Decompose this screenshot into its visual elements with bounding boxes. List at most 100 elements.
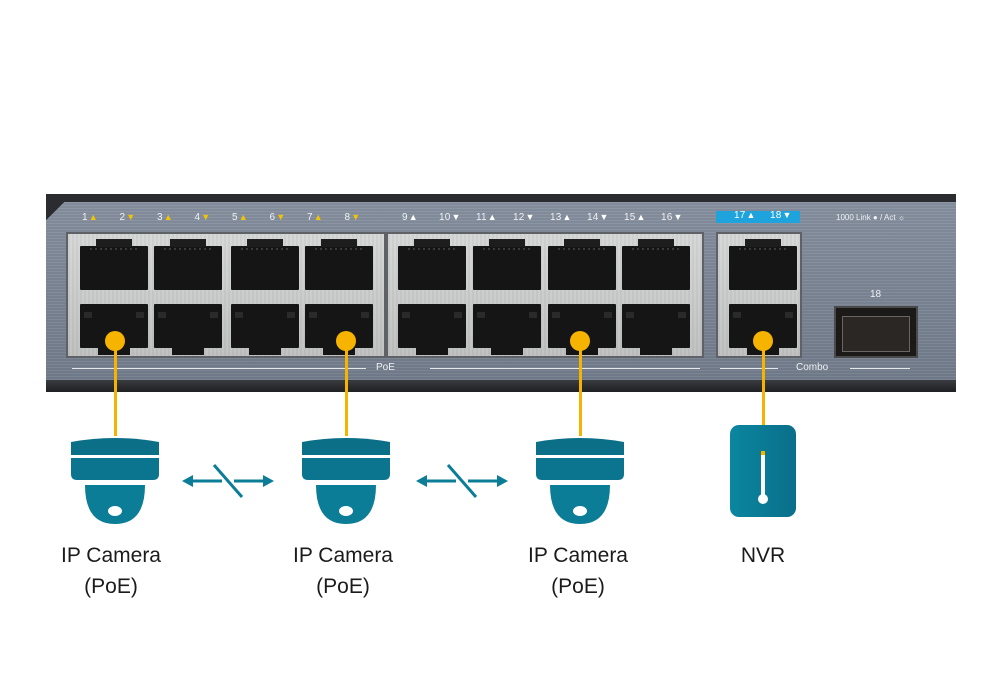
rj45-port-13[interactable] [548, 239, 616, 290]
rj45-port-11[interactable] [473, 239, 541, 290]
port-label-13: 13▲ [550, 212, 572, 223]
port-label-2: 2▼ [120, 212, 136, 223]
sfp-port-label: 18 [870, 289, 882, 300]
arrow-down-icon: ▼ [451, 212, 461, 222]
port-label-15: 15▲ [624, 212, 646, 223]
caption-camera-2: IP Camera (PoE) [263, 540, 423, 602]
connector-dot-port-1 [105, 331, 125, 351]
rj45-port-17[interactable] [729, 239, 797, 290]
port-label-7: 7▲ [307, 212, 323, 223]
connector-wire-camera-2 [345, 340, 348, 436]
network-switch: 1▲2▼3▲4▼5▲6▼7▲8▼ 9▲10▼11▲12▼13▲14▼15▲16▼… [46, 194, 956, 392]
rj45-port-9[interactable] [398, 239, 466, 290]
port-number: 5 [232, 212, 238, 223]
arrow-down-icon: ▼ [351, 212, 361, 222]
port-label-3: 3▲ [157, 212, 173, 223]
port-label-18: 18▼ [770, 210, 792, 221]
poe-section-label: PoE [376, 362, 395, 373]
arrow-down-icon: ▼ [201, 212, 211, 222]
rj45-port-15[interactable] [622, 239, 690, 290]
port-label-11: 11▲ [476, 212, 497, 223]
dome-camera-icon [302, 438, 390, 524]
rj45-port-7[interactable] [305, 239, 373, 290]
rj45-port-12[interactable] [473, 304, 541, 355]
arrow-down-icon: ▼ [276, 212, 286, 222]
arrow-up-icon: ▲ [408, 212, 418, 222]
rj45-port-3[interactable] [154, 239, 222, 290]
port-number: 1 [82, 212, 88, 223]
no-direct-link-arrow-2 [414, 461, 510, 501]
dome-camera-icon [536, 438, 624, 524]
device-name: IP Camera [293, 544, 393, 567]
port-label-10: 10▼ [439, 212, 461, 223]
port-number: 15 [624, 212, 636, 223]
rj45-port-4[interactable] [154, 304, 222, 355]
port-number: 2 [119, 212, 126, 223]
arrow-up-icon: ▲ [313, 212, 323, 222]
port-label-4: 4▼ [195, 212, 211, 223]
port-number: 7 [307, 212, 313, 223]
caption-camera-1: IP Camera (PoE) [31, 540, 191, 602]
nvr-device[interactable] [730, 425, 796, 517]
device-subtitle: (PoE) [84, 575, 138, 598]
port-label-5: 5▲ [232, 212, 248, 223]
arrow-up-icon: ▲ [746, 210, 756, 220]
device-subtitle: (PoE) [316, 575, 370, 598]
rj45-port-6[interactable] [231, 304, 299, 355]
switch-bevel [46, 202, 64, 220]
port-number: 8 [344, 212, 351, 223]
link-activity-legend: 1000 Link ● / Act ☼ [836, 213, 906, 222]
arrow-up-icon: ▲ [636, 212, 646, 222]
poe-rule-right [430, 368, 700, 369]
ip-camera-3[interactable] [534, 436, 626, 524]
port-number: 11 [476, 212, 487, 223]
port-label-9: 9▲ [402, 212, 418, 223]
connector-wire-camera-3 [579, 340, 582, 436]
connector-dot-port-7 [336, 331, 356, 351]
arrow-up-icon: ▲ [238, 212, 248, 222]
port-label-8: 8▼ [345, 212, 361, 223]
arrow-down-icon: ▼ [599, 212, 609, 222]
combo-port-labels: 17▲ 18▼ [716, 210, 800, 223]
port-label-16: 16▼ [661, 212, 683, 223]
port-number: 14 [587, 212, 599, 223]
port-number: 12 [513, 212, 525, 223]
port-label-6: 6▼ [270, 212, 286, 223]
arrow-up-icon: ▲ [88, 212, 98, 222]
arrow-up-icon: ▲ [487, 212, 497, 222]
arrow-down-icon: ▼ [782, 210, 792, 220]
device-name: IP Camera [528, 544, 628, 567]
connector-wire-camera-1 [114, 340, 117, 436]
bidirectional-broken-arrow-icon [182, 464, 274, 498]
rj45-port-10[interactable] [398, 304, 466, 355]
arrow-down-icon: ▼ [673, 212, 683, 222]
port-label-12: 12▼ [513, 212, 535, 223]
rj45-port-1[interactable] [80, 239, 148, 290]
port-label-17: 17▲ [734, 210, 756, 221]
poe-rule-left [72, 368, 366, 369]
port-number: 9 [402, 212, 408, 223]
port-label-1: 1▲ [82, 212, 98, 223]
caption-nvr: NVR [683, 540, 843, 571]
connector-dot-port-13 [570, 331, 590, 351]
rj45-port-16[interactable] [622, 304, 690, 355]
device-name: IP Camera [61, 544, 161, 567]
caption-camera-3: IP Camera (PoE) [498, 540, 658, 602]
device-name: NVR [740, 544, 786, 567]
device-subtitle: (PoE) [551, 575, 605, 598]
port-label-14: 14▼ [587, 212, 609, 223]
arrow-up-icon: ▲ [562, 212, 572, 222]
connector-wire-nvr [762, 340, 765, 426]
ip-camera-1[interactable] [69, 436, 161, 524]
connector-dot-port-17 [753, 331, 773, 351]
ip-camera-2[interactable] [300, 436, 392, 524]
switch-bottom-strip [46, 380, 956, 392]
sfp-port-18[interactable] [834, 306, 918, 358]
no-direct-link-arrow-1 [180, 461, 276, 501]
rj45-port-5[interactable] [231, 239, 299, 290]
port-number: 13 [550, 212, 562, 223]
combo-rule-left [720, 368, 778, 369]
dome-camera-icon [71, 438, 159, 524]
combo-section-label: Combo [796, 362, 829, 373]
port-number: 16 [661, 212, 673, 223]
